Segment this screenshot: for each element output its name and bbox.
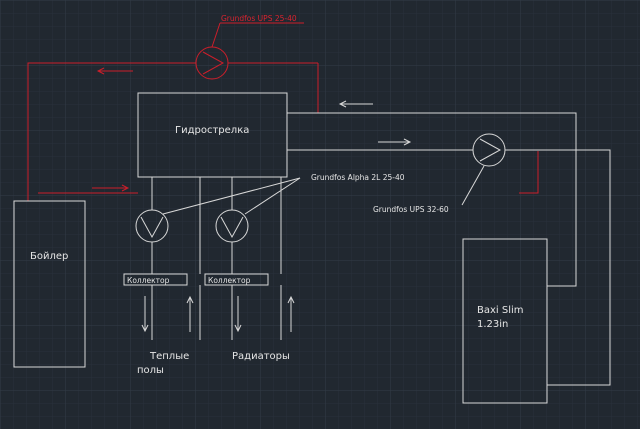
baxi-slim-label-line1: Baxi Slim (477, 305, 524, 316)
collector-radiators-box (204, 273, 269, 286)
red-flow-arrow-right (92, 184, 130, 192)
radiators-arrow-up (287, 295, 295, 332)
floor-arrow-up (186, 295, 194, 332)
red-return-stub (519, 151, 539, 194)
floor-heating-pipes (151, 177, 201, 340)
floor-heating-label-line1: Теплые (149, 351, 189, 362)
collector-floor-label: Коллектор (127, 276, 170, 285)
pump-top-leader (211, 22, 221, 48)
collector-radiators-label: Коллектор (208, 276, 251, 285)
flow-arrow-right (378, 138, 412, 146)
boiler-box (13, 200, 86, 368)
floor-heating-label-line2: полы (137, 365, 164, 376)
radiators-label: Радиаторы (232, 351, 290, 362)
collector-floor-box (123, 273, 188, 286)
hydro-separator-box (137, 92, 288, 178)
pump-alpha-label: Grundfos Alpha 2L 25-40 (311, 173, 405, 182)
pump-alpha-leaders (162, 177, 301, 215)
boiler-label: Бойлер (30, 251, 68, 262)
radiators-arrow-down (234, 296, 242, 333)
pump-right-label: Grundfos UPS 32-60 (373, 205, 449, 214)
pump-top-label: Grundfos UPS 25-40 (221, 14, 297, 23)
floor-arrow-down (141, 296, 149, 333)
flow-arrow-left (338, 100, 373, 108)
radiator-pipes (231, 177, 282, 340)
pump-radiators-icon (215, 209, 249, 243)
red-flow-arrow-left (96, 67, 133, 75)
hydro-separator-label: Гидрострелка (175, 125, 249, 136)
pump-right-leader (461, 165, 485, 206)
baxi-slim-label-line2: 1.23in (477, 319, 508, 330)
pump-floor-icon (135, 209, 169, 243)
pump-right-icon (472, 133, 506, 167)
baxi-supply-return-lines (287, 112, 611, 386)
baxi-slim-box (462, 238, 548, 404)
